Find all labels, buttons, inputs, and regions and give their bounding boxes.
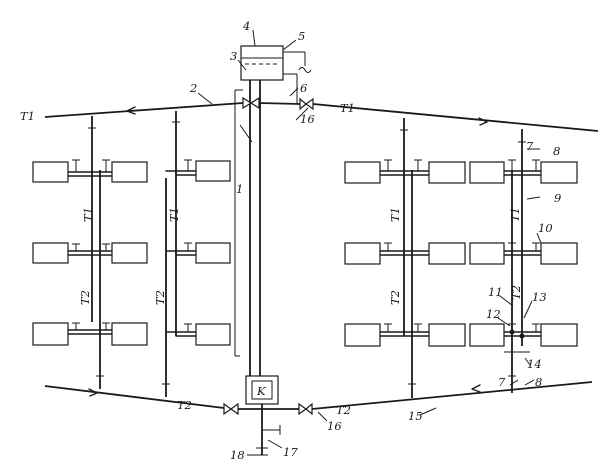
label-t2-left: T2 xyxy=(177,398,192,412)
main-riser xyxy=(234,80,261,376)
label-t1-left: T1 xyxy=(20,109,35,123)
label-10: 10 xyxy=(538,221,553,235)
label-riser-t1-1: T1 xyxy=(81,207,95,222)
label-riser-t2-3: T2 xyxy=(388,290,402,305)
label-8-bottom: 8 xyxy=(535,375,542,389)
label-17: 17 xyxy=(283,445,298,459)
supply-main-t1 xyxy=(44,102,599,132)
boiler: K xyxy=(245,375,281,456)
label-14: 14 xyxy=(527,357,542,371)
label-9: 9 xyxy=(554,191,561,205)
label-16-bottom: 16 xyxy=(327,419,342,433)
return-valve-left xyxy=(223,402,239,416)
label-7-bottom: 7 xyxy=(498,375,506,389)
callout-leaders xyxy=(197,29,542,456)
return-main-t2 xyxy=(44,381,593,410)
label-riser-t2-4: T2 xyxy=(509,285,523,300)
supply-valve-16 xyxy=(299,97,314,111)
label-15: 15 xyxy=(408,409,423,423)
label-riser-t1-2: T1 xyxy=(167,207,181,222)
label-18: 18 xyxy=(230,448,245,462)
label-t2-mid: T2 xyxy=(336,403,351,417)
right-riser-group-a xyxy=(344,118,466,398)
left-riser-group-b xyxy=(162,111,231,397)
label-11: 11 xyxy=(488,285,503,299)
supply-valve-main xyxy=(242,96,260,110)
label-riser-1: 1 xyxy=(236,182,243,196)
label-riser-t2-2: T2 xyxy=(153,290,167,305)
label-8-top: 8 xyxy=(553,144,560,158)
label-6: 6 xyxy=(300,81,307,95)
right-riser-group-b xyxy=(469,129,578,393)
label-5: 5 xyxy=(298,29,305,43)
label-riser-t1-4: T1 xyxy=(508,207,522,222)
label-3: 3 xyxy=(230,49,237,63)
label-12: 12 xyxy=(486,307,501,321)
label-riser-t2-1: T2 xyxy=(78,290,92,305)
label-pipe-2: 2 xyxy=(189,81,197,95)
left-riser-group-a xyxy=(32,116,148,389)
return-valve-16 xyxy=(298,402,313,416)
label-13: 13 xyxy=(532,290,547,304)
expansion-tank xyxy=(240,45,312,104)
boiler-label: K xyxy=(256,384,267,398)
label-16-top: 16 xyxy=(300,112,315,126)
label-riser-t1-3: T1 xyxy=(388,207,402,222)
label-t1-right: T1 xyxy=(340,101,355,115)
label-tank-4: 4 xyxy=(242,19,250,33)
label-7-top: 7 xyxy=(526,139,534,153)
